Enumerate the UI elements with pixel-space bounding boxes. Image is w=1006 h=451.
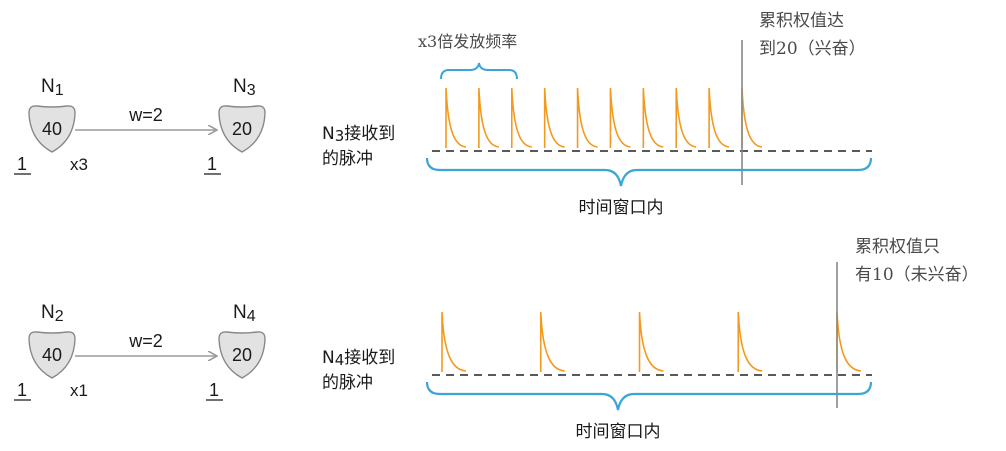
spike-train-n3 <box>445 87 763 148</box>
neuron-n3-soma <box>218 105 266 153</box>
neuron-n3-value: 20 <box>232 119 252 139</box>
spike-1-10 <box>741 87 763 148</box>
time-window-brace-row-2 <box>425 381 873 411</box>
spike-1-8 <box>675 87 697 148</box>
spike-1-7 <box>642 87 664 148</box>
spike-1-1 <box>445 87 467 148</box>
threshold-annotation-row-1-line2: 到20（兴奋） <box>759 39 866 59</box>
spike-2-5 <box>836 311 862 372</box>
spike-1-2 <box>478 87 500 148</box>
threshold-annotation-row-2-line2: 有10（未兴奋） <box>855 265 979 285</box>
rate-annotation: x3倍发放频率 <box>418 32 517 51</box>
synapse-n1-n3-weight-label: w=2 <box>128 105 163 125</box>
neuron-n2-name-label: N2 <box>41 302 64 325</box>
neuron-n1: N1 40 1 x3 <box>14 76 88 175</box>
receiver-label-n3-line1: N3接收到 <box>322 124 395 145</box>
neuron-n4-threshold-label: 1 <box>209 380 219 400</box>
receiver-label-n3-line2: 的脉冲 <box>322 149 373 169</box>
receiver-label-n4-line2: 的脉冲 <box>322 373 373 393</box>
spike-2-2 <box>539 311 565 372</box>
neuron-n1-name-label: N1 <box>41 76 64 99</box>
spike-1-6 <box>609 87 631 148</box>
neuron-n3-name-label: N3 <box>233 76 256 99</box>
spike-2-1 <box>441 311 467 372</box>
neuron-n1-soma <box>28 105 76 153</box>
neuron-n2-threshold-label: 1 <box>17 380 27 400</box>
neuron-n1-threshold-label: 1 <box>17 154 27 174</box>
time-window-label-row-2: 时间窗口内 <box>576 422 661 442</box>
spike-1-9 <box>708 87 730 148</box>
neuron-n2: N2 40 1 x1 <box>14 302 88 401</box>
spike-2-3 <box>638 311 664 372</box>
receiver-label-n4-line1: N4接收到 <box>322 348 395 369</box>
neuron-n1-value: 40 <box>42 119 62 139</box>
threshold-annotation-row-1-line1: 累积权值达 <box>759 11 844 31</box>
neuron-n4-soma <box>218 331 266 379</box>
rate-annotation-brace <box>440 62 518 80</box>
row-2: N2 40 1 x1 w=2 N4 20 1 N4接收到 的脉冲 累积权值只 有… <box>14 237 979 442</box>
neuron-n1-rate-label: x3 <box>70 155 88 174</box>
neuron-n4: N4 20 1 <box>206 302 266 401</box>
neuron-n4-name-label: N4 <box>233 302 256 325</box>
neuron-n3-threshold-label: 1 <box>207 154 217 174</box>
neuron-n4-value: 20 <box>232 345 252 365</box>
neuron-n3: N3 20 1 <box>204 76 266 175</box>
time-window-brace-row-1 <box>425 157 873 187</box>
row-1: N1 40 1 x3 w=2 N3 20 1 N3接收到 的脉冲 x3倍发放频率 <box>14 11 873 218</box>
neuron-n2-soma <box>28 331 76 379</box>
spike-1-4 <box>543 87 565 148</box>
spike-1-5 <box>576 87 598 148</box>
synapse-n2-n4-weight-label: w=2 <box>128 331 163 351</box>
threshold-annotation-row-2-line1: 累积权值只 <box>855 237 940 257</box>
neuron-n2-rate-label: x1 <box>70 381 88 400</box>
spike-2-4 <box>737 311 763 372</box>
spike-train-n4 <box>441 311 862 372</box>
neuron-n2-value: 40 <box>42 345 62 365</box>
spike-1-3 <box>510 87 532 148</box>
time-window-label-row-1: 时间窗口内 <box>579 198 664 218</box>
